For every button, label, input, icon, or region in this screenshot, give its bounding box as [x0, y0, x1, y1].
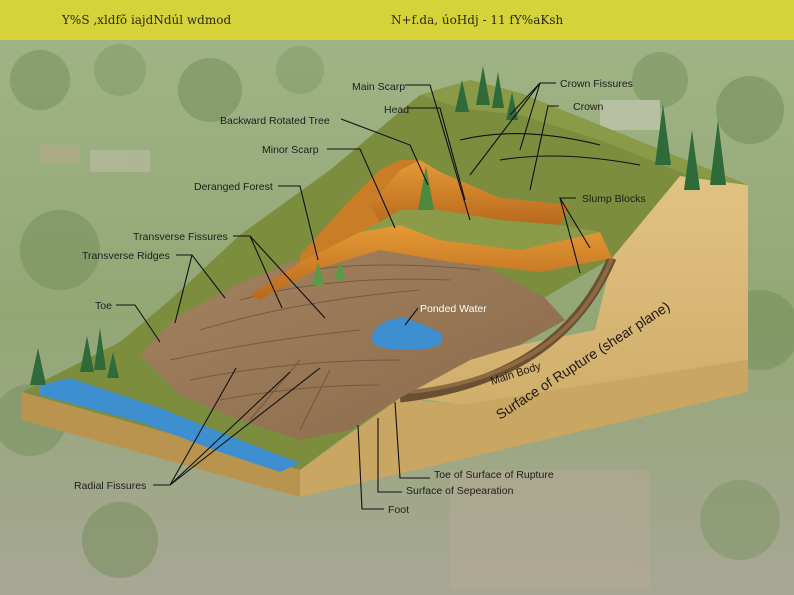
slide-mass [140, 240, 565, 440]
header-right-text: N+f.da, úoHdj - 11 fY%aKsh [391, 13, 564, 27]
ponded-water [371, 318, 443, 350]
label-backward-rotated-tree: Backward Rotated Tree [220, 115, 330, 127]
label-radial-fissures: Radial Fissures [74, 480, 146, 492]
label-deranged-forest: Deranged Forest [194, 181, 273, 193]
river [40, 378, 300, 472]
label-transverse-fissures: Transverse Fissures [133, 231, 228, 243]
label-crown-fissures: Crown Fissures [560, 78, 633, 90]
label-foot: Foot [388, 504, 409, 516]
label-transverse-ridges: Transverse Ridges [82, 250, 170, 262]
header-left-text: Y%S ,xldfõ iajdNdúl wdmod [62, 13, 232, 27]
label-surface-of-separation: Surface of Sepearation [406, 485, 514, 497]
leader-lines [116, 82, 591, 510]
header-bar: Y%S ,xldfõ iajdNdúl wdmod N+f.da, úoHdj … [0, 0, 794, 40]
label-minor-scarp: Minor Scarp [262, 144, 319, 156]
label-slump-blocks: Slump Blocks [582, 193, 646, 205]
label-ponded-water: Ponded Water [420, 303, 487, 315]
label-toe: Toe [95, 300, 112, 312]
soil-block-front [22, 176, 748, 470]
slump-block-upper [360, 210, 600, 250]
background-foliage [0, 44, 794, 590]
label-head: Head [384, 104, 409, 116]
label-toe-of-surface-of-rupture: Toe of Surface of Rupture [434, 469, 554, 481]
landslide-diagram: Main Scarp Crown Fissures Head Crown Bac… [0, 40, 794, 595]
main-scarp-face [300, 160, 420, 262]
trees [30, 66, 726, 385]
minor-scarp-lower [250, 225, 612, 300]
label-main-scarp: Main Scarp [352, 81, 405, 93]
label-crown: Crown [573, 101, 604, 113]
